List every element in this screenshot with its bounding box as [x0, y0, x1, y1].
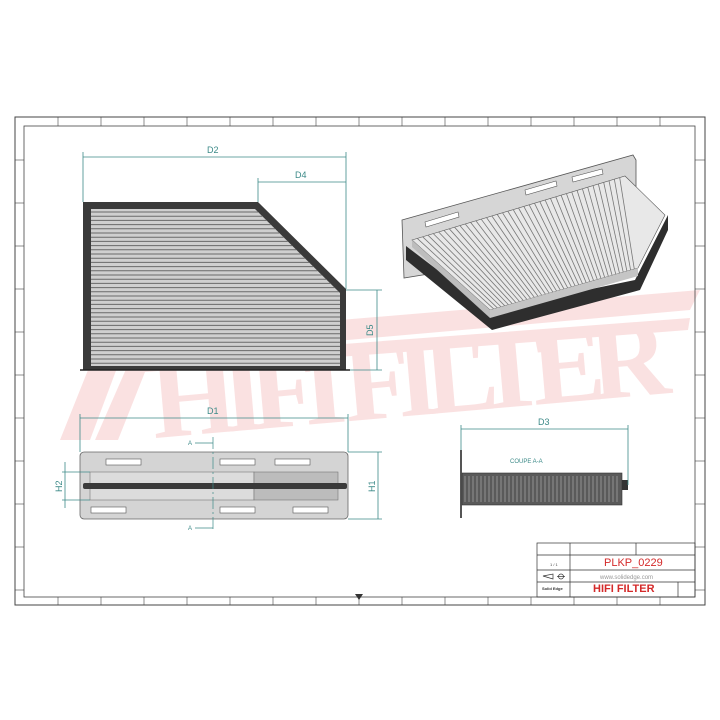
projection-symbol-icon: [542, 573, 565, 580]
label-d5: D5: [365, 324, 375, 336]
pleat-line: [480, 218, 539, 297]
dimension-d1: D1: [79, 406, 349, 452]
pleat-line: [486, 217, 543, 296]
pleat-line: [571, 191, 602, 279]
pleat-line: [619, 177, 635, 270]
pleat-line: [592, 185, 617, 275]
label-d1: D1: [207, 406, 219, 416]
pleat-line: [534, 203, 576, 287]
pleat-line: [587, 187, 613, 276]
pleat-line: [613, 179, 631, 271]
pleat-line: [597, 183, 620, 274]
label-d4: D4: [295, 170, 307, 180]
pleat-line: [518, 207, 565, 290]
section-label: COUPE A-A: [510, 459, 543, 465]
pleat-line: [459, 225, 524, 301]
dimension-d3: D3: [460, 417, 629, 485]
label-d3: D3: [538, 417, 550, 427]
bottom-view: A A: [79, 437, 349, 532]
pleat-line: [417, 238, 494, 310]
outer-frame: [14, 116, 706, 606]
label-h1: H1: [367, 480, 377, 492]
pleat-line: [576, 190, 606, 278]
section-marker-top: A: [188, 441, 192, 447]
pleat-line: [507, 210, 557, 292]
pleat-line: [427, 234, 502, 308]
pleat-line: [608, 180, 628, 272]
sheet-number: 1 / 1: [550, 562, 559, 567]
label-d2: D2: [207, 145, 219, 155]
pleat-line: [555, 196, 591, 282]
pleat-line: [470, 222, 532, 299]
pleat-line: [433, 233, 506, 307]
software-name: Solid Edge: [542, 586, 563, 591]
pleat-line: [502, 212, 554, 293]
dimension-d2: D2: [82, 145, 347, 289]
label-h2: H2: [54, 480, 64, 492]
pleat-line: [550, 198, 587, 283]
drawing-title: HIFI FILTER: [593, 583, 655, 595]
pleat-line: [443, 230, 513, 304]
pleat-line: [544, 199, 583, 284]
isometric-view: [401, 154, 668, 330]
pleat-line: [523, 206, 569, 289]
dimension-d5: D5: [346, 289, 382, 371]
front-view: [80, 202, 350, 371]
pleat-line: [528, 204, 572, 288]
pleat-line: [448, 228, 517, 303]
pleat-line: [475, 220, 535, 298]
pleat-line: [566, 193, 598, 280]
section-view: COUPE A-A: [460, 450, 628, 518]
frame-ticks: [15, 117, 705, 605]
pleat-line: [464, 223, 528, 300]
pleat-line: [539, 201, 580, 285]
pleat-line: [560, 195, 594, 281]
dimension-h1: H1: [348, 451, 382, 520]
pleat-line: [496, 214, 550, 294]
dimension-d4: D4: [257, 170, 346, 202]
website: www.solidedge.com: [599, 575, 653, 581]
bottom-center-mark-icon: [355, 594, 363, 600]
pleat-line: [454, 226, 520, 302]
pleat-line: [582, 188, 609, 277]
pleat-line: [491, 215, 546, 295]
pleat-line: [438, 231, 509, 306]
dimension-h2: H2: [54, 462, 90, 508]
pleat-line: [603, 182, 624, 273]
pleat-line: [512, 209, 561, 291]
pleat-line: [422, 236, 498, 309]
title-block: 1 / 1 PLKP_0229 www.solidedge.com Solid …: [536, 542, 696, 598]
part-number: PLKP_0229: [604, 557, 663, 569]
section-marker-bottom: A: [188, 526, 192, 532]
